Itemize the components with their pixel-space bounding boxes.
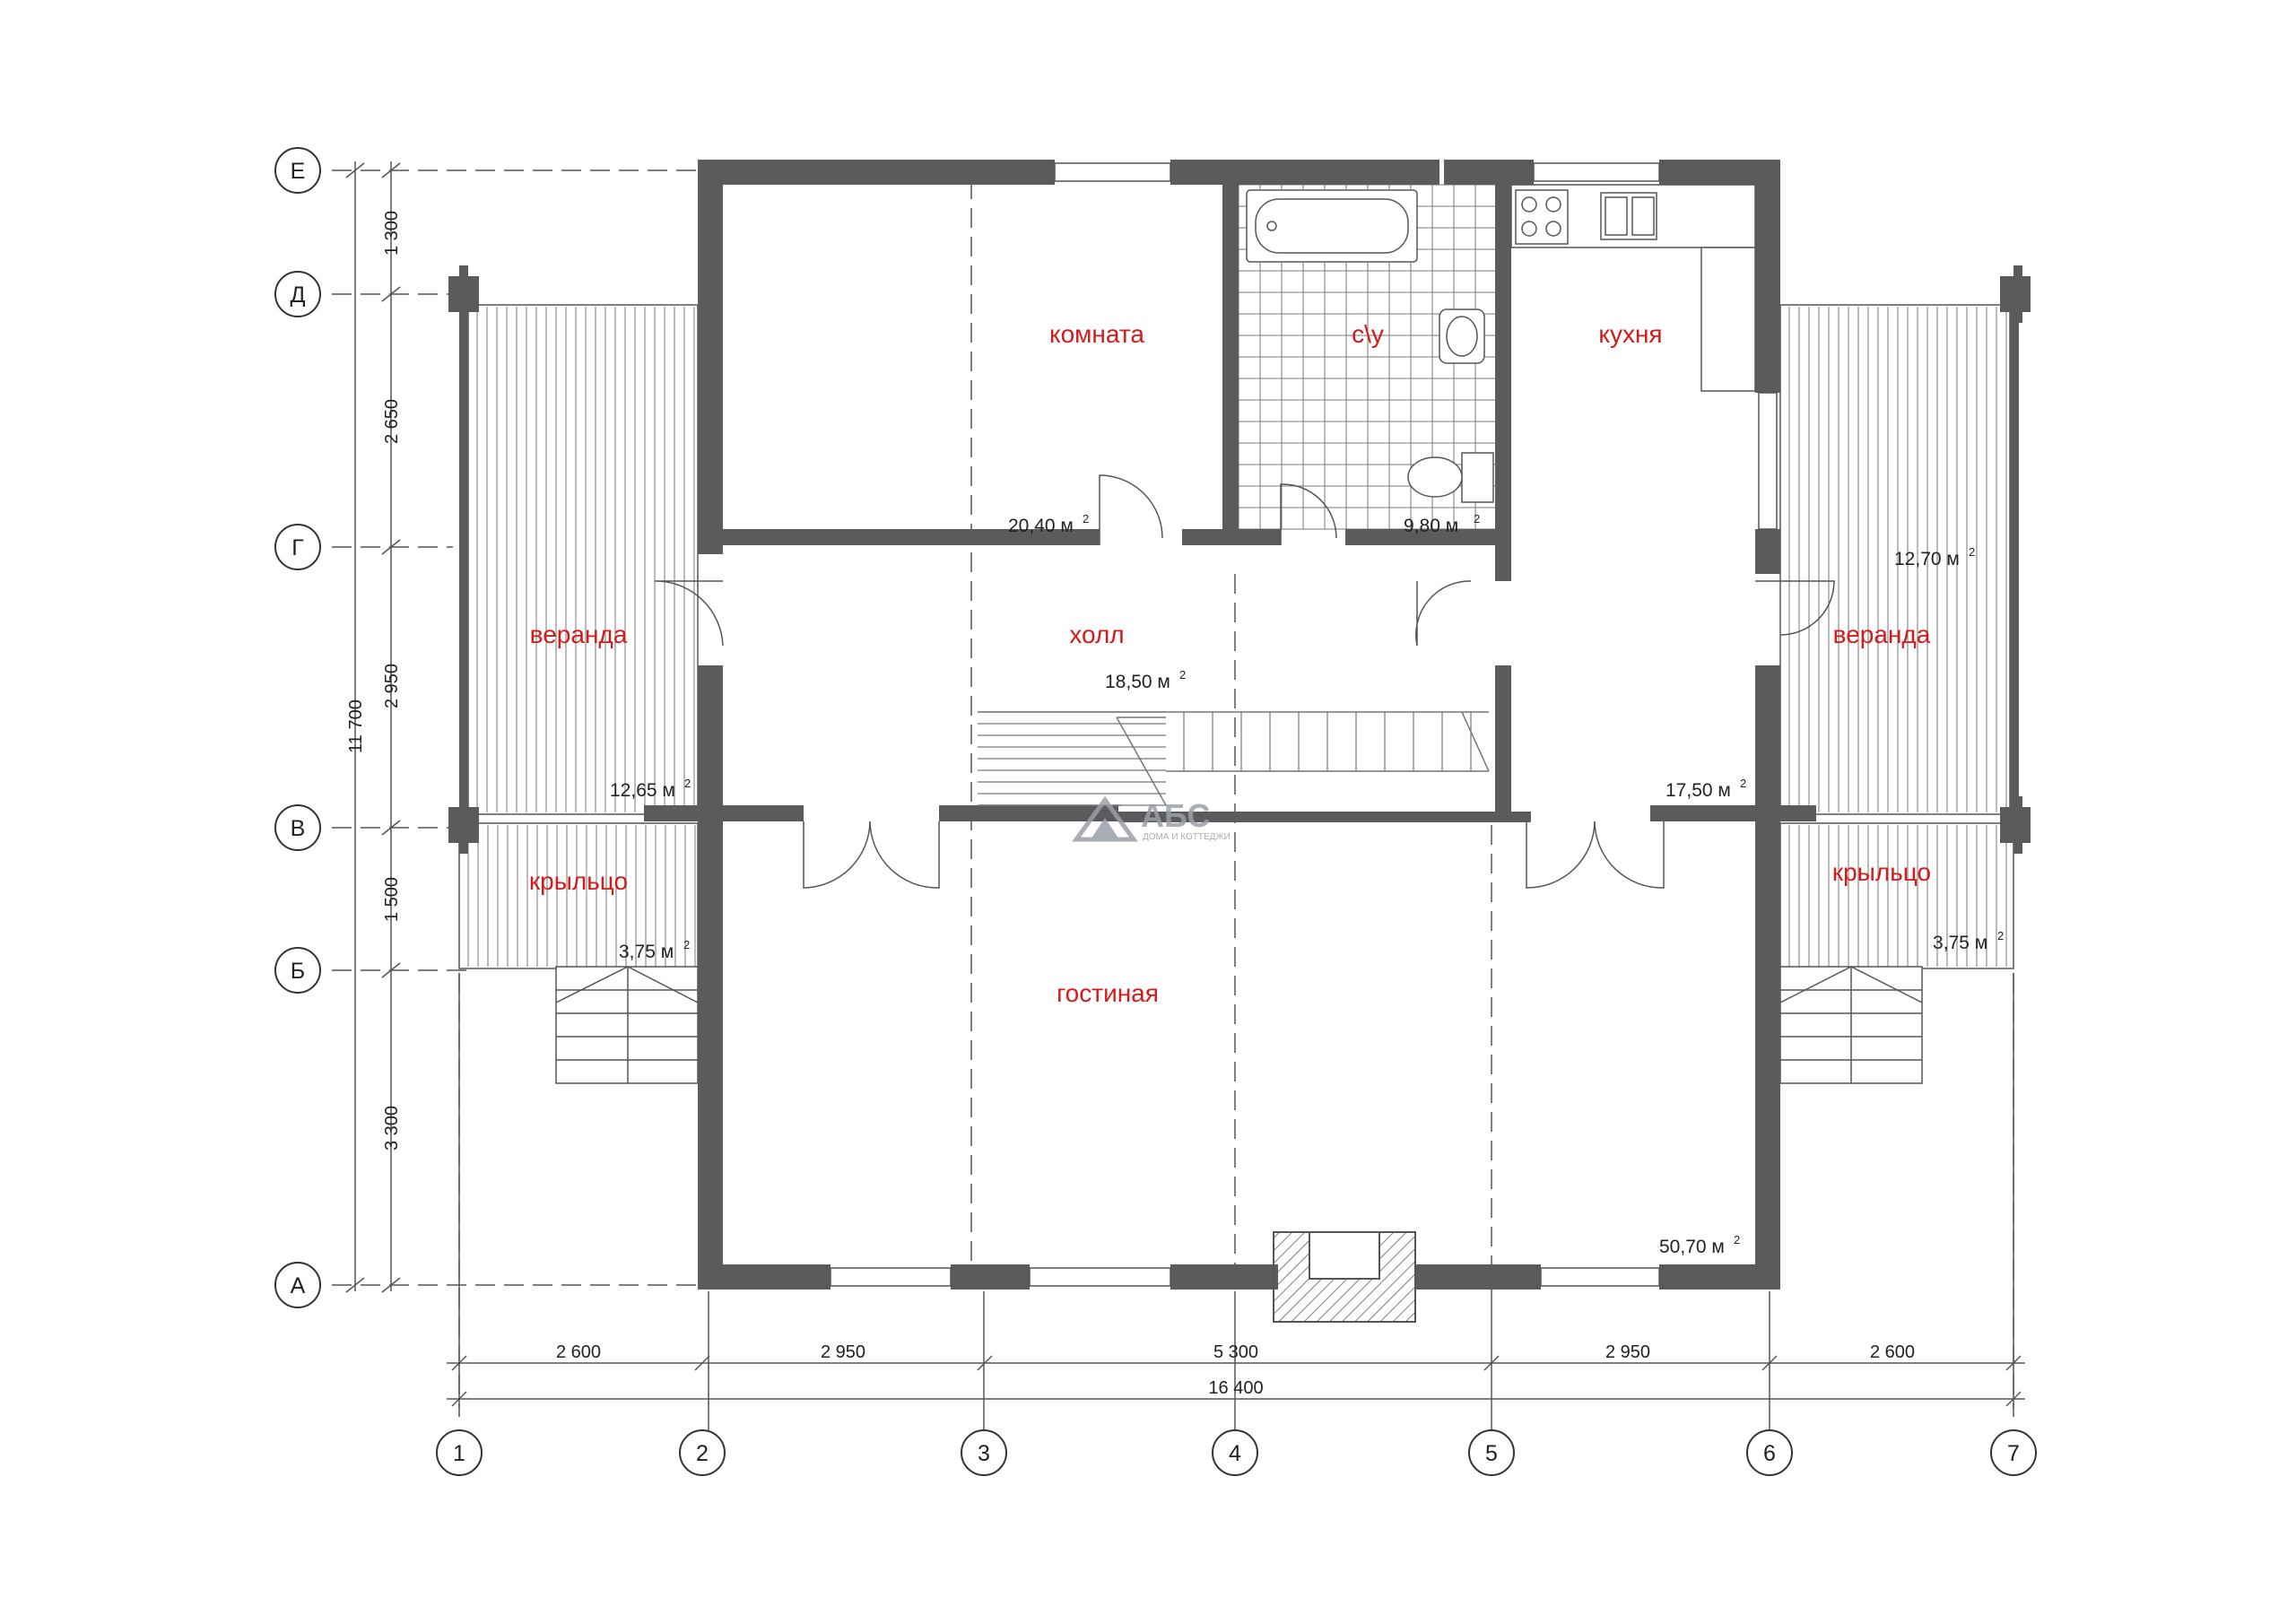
axis-row-label: Г [291, 535, 304, 560]
axis-col-label: 5 [1485, 1441, 1498, 1466]
col-axis-markers: 1 2 3 4 5 6 7 [436, 1429, 2037, 1476]
area-sup: 2 [683, 938, 690, 951]
dim-left: 1 500 [382, 877, 402, 922]
area-living: 50,70 м [1659, 1237, 1725, 1257]
room-name-room: комната [1049, 320, 1144, 348]
washbasin [1439, 308, 1485, 364]
room-name-bath: с\у [1352, 320, 1384, 348]
veranda-left-deck [467, 304, 699, 815]
porch-left-stairs [555, 966, 699, 1084]
area-hall: 18,50 м [1105, 672, 1170, 692]
kitchen-counter [1510, 184, 1756, 392]
dim-left: 2 650 [382, 399, 402, 444]
hall-staircase [978, 711, 1490, 806]
dim-left-total: 11 700 [346, 699, 366, 753]
dim-bottom-total: 16 400 [1208, 1378, 1263, 1398]
row-axis-markers: Е Д Г В Б А [274, 147, 321, 1308]
axis-row-label: А [291, 1273, 306, 1298]
fireplace [1273, 1231, 1416, 1323]
room-name-hall: холл [1069, 621, 1124, 648]
bathtub [1246, 189, 1418, 263]
logo-tagline: ДОМА И КОТТЕДЖИ [1143, 832, 1231, 842]
area-porch-left: 3,75 м [619, 942, 674, 962]
room-name-veranda-right: веранда [1833, 621, 1931, 648]
dim-left: 3 300 [382, 1106, 402, 1151]
area-kitchen-side: 17,50 м [1665, 780, 1731, 801]
area-bath: 9,80 м [1404, 516, 1458, 536]
axis-col-label: 6 [1763, 1441, 1776, 1466]
area-veranda-left: 12,65 м [610, 780, 675, 801]
axis-col-label: 1 [453, 1441, 465, 1466]
dim-bottom: 2 600 [556, 1342, 601, 1362]
axis-col-label: 4 [1229, 1441, 1241, 1466]
room-name-porch-left: крыльцо [529, 867, 628, 895]
axis-row-label: Е [291, 159, 306, 184]
axis-row-label: В [291, 816, 306, 841]
area-sup: 2 [1734, 1233, 1740, 1246]
deck-hatching [467, 307, 2007, 967]
walls [448, 160, 2031, 1290]
axis-col-label: 3 [978, 1441, 990, 1466]
area-sup: 2 [1997, 929, 2004, 942]
porch-left-deck [458, 822, 699, 969]
bottom-dimension-chain: 2 600 2 950 5 300 2 950 2 600 16 400 [447, 973, 2025, 1408]
room-name-veranda-left: веранда [530, 621, 628, 648]
plan-line [1461, 711, 1490, 772]
area-room: 20,40 м [1008, 516, 1074, 536]
room-labels: комната с\у кухня холл веранда веранда к… [529, 320, 1931, 1007]
area-sup: 2 [1969, 545, 1975, 559]
area-porch-right: 3,75 м [1933, 933, 1987, 953]
logo-name: АБС [1141, 797, 1210, 834]
area-sup: 2 [1083, 512, 1089, 525]
room-name-porch-right: крыльцо [1832, 858, 1931, 886]
room-name-living: гостиная [1057, 979, 1159, 1007]
row-axis-lines [332, 169, 700, 1286]
area-veranda-right: 12,70 м [1894, 549, 1960, 569]
area-sup: 2 [684, 777, 691, 790]
area-sup: 2 [1474, 512, 1480, 525]
dim-bottom: 2 600 [1870, 1342, 1915, 1362]
axis-row-label: Д [291, 282, 306, 308]
doors [654, 474, 1835, 889]
plan-line [1116, 716, 1167, 806]
area-labels: 20,40 м 2 9,80 м 2 18,50 м 2 12,65 м 2 1… [610, 512, 2004, 1257]
area-sup: 2 [1740, 777, 1746, 790]
dim-bottom: 2 950 [821, 1342, 865, 1362]
porch-right-stairs [1779, 966, 1923, 1084]
left-dimension-chain: 1 300 2 650 2 950 1 500 3 300 11 700 [345, 161, 402, 1293]
axis-col-label: 2 [696, 1441, 709, 1466]
room-name-kitchen: кухня [1598, 320, 1662, 348]
dim-left: 1 300 [382, 211, 402, 256]
axis-col-label: 7 [2007, 1441, 2020, 1466]
dim-bottom: 5 300 [1213, 1342, 1258, 1362]
toilet [1407, 452, 1494, 503]
company-logo: АБС ДОМА И КОТТЕДЖИ [1072, 795, 1231, 842]
area-sup: 2 [1179, 668, 1186, 682]
dim-left: 2 950 [382, 664, 402, 708]
dim-bottom: 2 950 [1605, 1342, 1650, 1362]
axis-row-label: Б [291, 959, 305, 984]
